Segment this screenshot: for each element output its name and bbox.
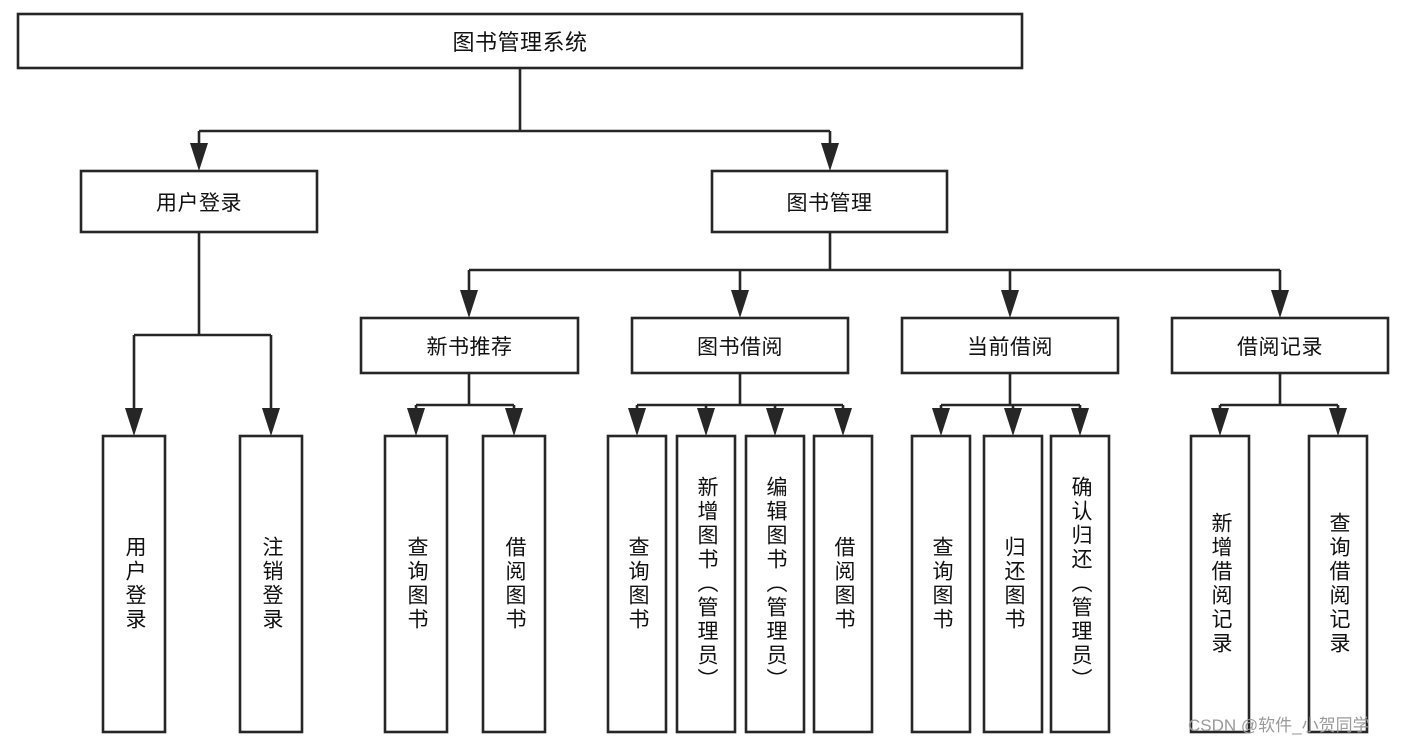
node-box-leaf-add-record[interactable] <box>1189 434 1251 734</box>
arrow-head-leaf-confirm-return <box>1071 408 1089 436</box>
node-box-leaf-query-book-3[interactable] <box>910 434 972 734</box>
arrow-head-leaf-add-record <box>1211 408 1229 436</box>
node-box-leaf-borrow-book-2[interactable] <box>812 434 874 734</box>
arrow-head-book-borrow <box>731 290 749 318</box>
arrow-head-leaf-query-book-3 <box>932 408 950 436</box>
node-box-leaf-return-book[interactable] <box>982 434 1044 734</box>
node-box-root[interactable] <box>16 12 1024 70</box>
node-box-leaf-edit-book[interactable] <box>744 434 806 734</box>
arrow-head-new-book-recommend <box>460 290 478 318</box>
node-box-leaf-query-book-2[interactable] <box>606 434 668 734</box>
arrow-head-leaf-add-book <box>697 408 715 436</box>
arrow-head-user-login <box>190 143 208 171</box>
arrow-head-book-manage <box>821 143 839 171</box>
arrow-head-leaf-query-book-1 <box>407 408 425 436</box>
arrow-head-leaf-edit-book <box>766 408 784 436</box>
node-box-leaf-confirm-return[interactable] <box>1049 434 1111 734</box>
arrow-head-leaf-borrow-book-1 <box>505 408 523 436</box>
arrow-head-leaf-return-book <box>1004 408 1022 436</box>
node-box-book-manage[interactable] <box>710 169 949 234</box>
node-box-leaf-user-login[interactable] <box>101 434 167 734</box>
node-box-leaf-query-record[interactable] <box>1307 434 1369 734</box>
arrow-head-current-borrow <box>1001 290 1019 318</box>
arrow-head-leaf-user-login <box>125 408 143 436</box>
node-box-book-borrow[interactable] <box>630 316 850 375</box>
arrow-head-leaf-query-record <box>1329 408 1347 436</box>
arrow-head-leaf-query-book-2 <box>628 408 646 436</box>
arrow-head-borrow-record <box>1271 290 1289 318</box>
node-box-leaf-borrow-book-1[interactable] <box>481 434 547 734</box>
node-box-leaf-add-book[interactable] <box>675 434 737 734</box>
node-box-new-book-recommend[interactable] <box>359 316 580 375</box>
node-box-current-borrow[interactable] <box>900 316 1120 375</box>
node-box-leaf-logout[interactable] <box>238 434 304 734</box>
node-box-leaf-query-book-1[interactable] <box>383 434 449 734</box>
arrow-head-leaf-logout <box>262 408 280 436</box>
arrow-head-leaf-borrow-book-2 <box>834 408 852 436</box>
node-box-borrow-record[interactable] <box>1170 316 1390 375</box>
node-box-user-login[interactable] <box>79 169 319 234</box>
